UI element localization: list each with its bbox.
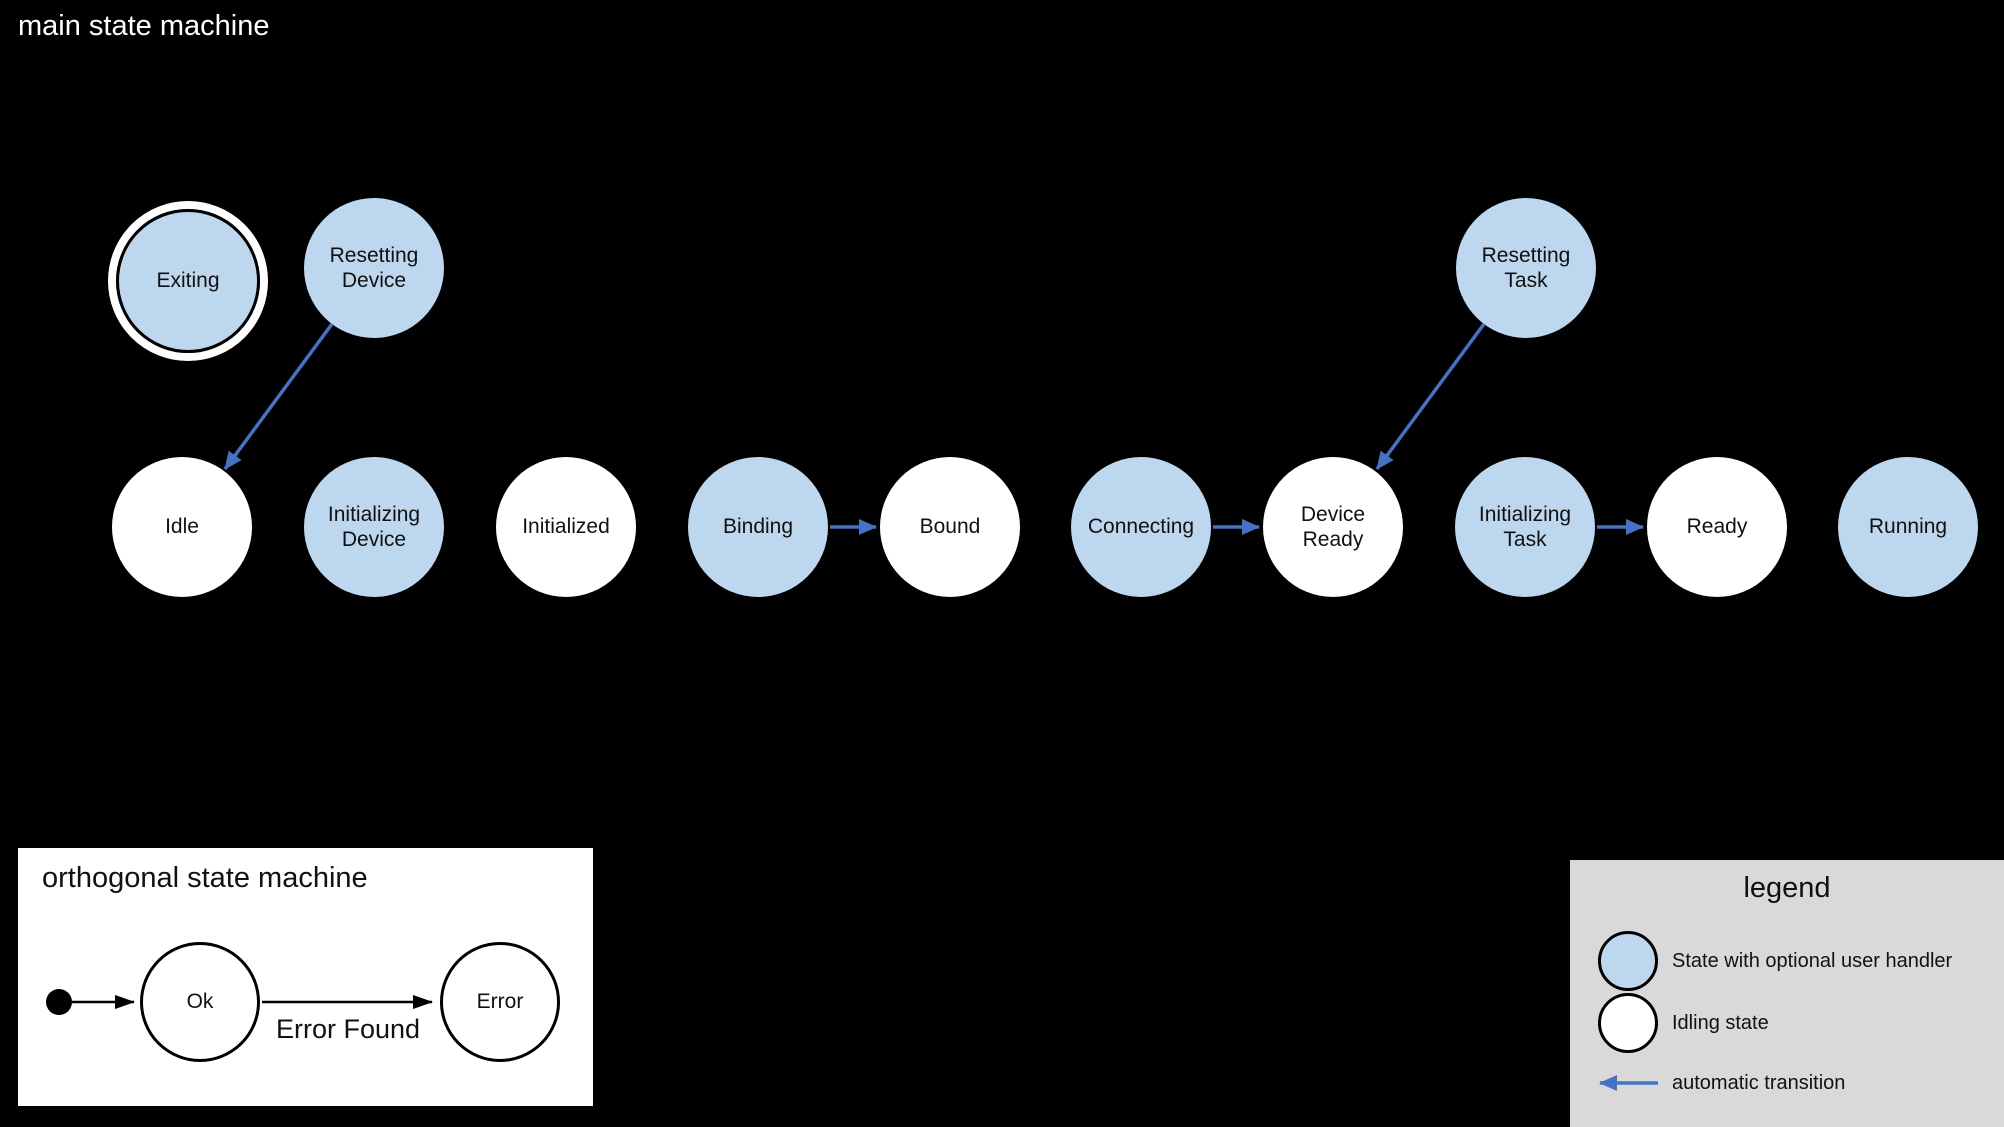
state-label: Resetting Task (1481, 243, 1571, 292)
state-label: Ready (1686, 515, 1748, 539)
state-label: Initialized (522, 515, 610, 539)
state-initialized: Initialized (496, 457, 636, 597)
state-label: Initializing Task (1478, 502, 1572, 551)
state-binding: Binding (688, 457, 828, 597)
main-title: main state machine (18, 10, 270, 42)
state-label: Error (476, 990, 524, 1013)
handler-state-circle-icon (1598, 931, 1658, 991)
state-idle: Idle (112, 457, 252, 597)
state-label: Ok (186, 990, 214, 1013)
state-ready: Ready (1647, 457, 1787, 597)
state-resetting-task: Resetting Task (1456, 198, 1596, 338)
state-label: Running (1868, 515, 1948, 539)
state-label: Exiting (156, 269, 220, 293)
legend-panel: legend State with optional user handler … (1570, 860, 2004, 1127)
state-initializing-task: Initializing Task (1455, 457, 1595, 597)
state-label: Bound (919, 515, 981, 539)
orthogonal-title: orthogonal state machine (42, 862, 368, 894)
state-connecting: Connecting (1071, 457, 1211, 597)
state-exiting: Exiting (108, 201, 268, 361)
state-bound: Bound (880, 457, 1020, 597)
legend-item-label: Idling state (1672, 1012, 1769, 1034)
state-ok: Ok (140, 942, 260, 1062)
state-label: Resetting Device (329, 243, 419, 292)
transition-resetting-task-to-device-ready (1375, 322, 1486, 471)
state-device-ready: Device Ready (1263, 457, 1403, 597)
state-running: Running (1838, 457, 1978, 597)
state-error: Error (440, 942, 560, 1062)
state-label: Idle (165, 515, 199, 539)
legend-item-label: State with optional user handler (1672, 950, 1953, 972)
transition-resetting-device-to-idle (223, 322, 334, 471)
idling-state-circle-icon (1598, 993, 1658, 1053)
initial-state-dot (46, 989, 72, 1015)
final-state-double-circle: Exiting (116, 209, 260, 353)
state-label: Binding (722, 515, 794, 539)
state-label: Device Ready (1300, 502, 1366, 551)
state-initializing-device: Initializing Device (304, 457, 444, 597)
state-label: Connecting (1087, 515, 1195, 539)
legend-title: legend (1743, 872, 1831, 904)
transition-label-error-found: Error Found (275, 1014, 421, 1044)
state-resetting-device: Resetting Device (304, 198, 444, 338)
legend-item-label: automatic transition (1672, 1072, 1846, 1094)
state-label: Initializing Device (327, 502, 421, 551)
